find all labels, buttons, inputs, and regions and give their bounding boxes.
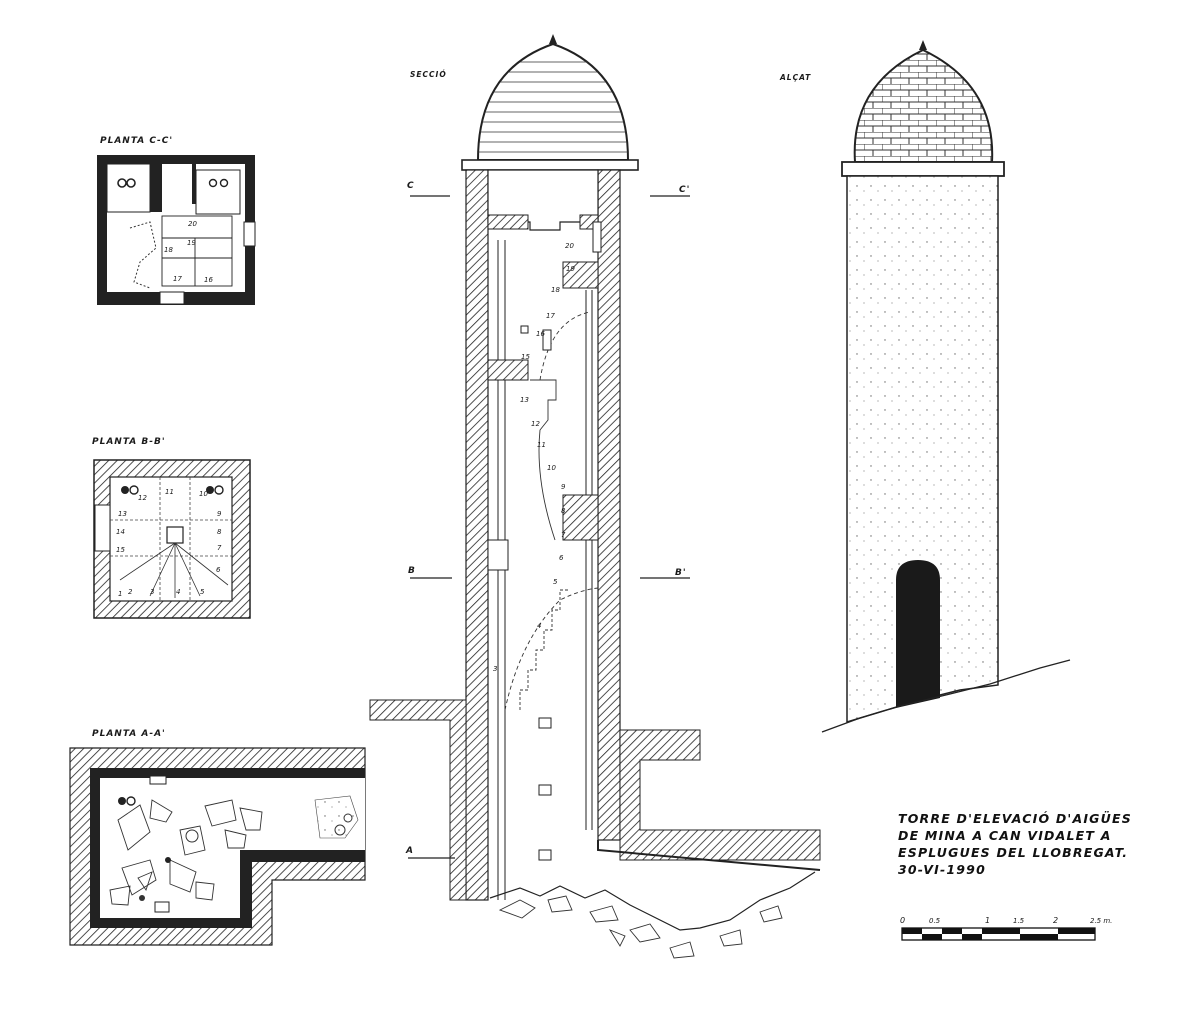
plan-b-step-4: 4: [176, 588, 180, 596]
section-step-3: 3: [493, 665, 497, 673]
section-step-13: 13: [520, 396, 529, 404]
scale-tick-2: 2: [1053, 916, 1058, 925]
scale-tick-1: 1: [985, 916, 990, 925]
elevation-label: ALÇAT: [779, 73, 811, 82]
title-line-3: ESPLUGUES DEL LLOBREGAT.: [898, 845, 1128, 860]
plan-c-step-16: 16: [204, 276, 213, 284]
scale-bar: 0 0.5 1 1.5 2 2.5 m.: [900, 916, 1112, 941]
scale-tick-1-5: 1.5: [1013, 917, 1025, 925]
plan-b-step-7: 7: [217, 544, 222, 552]
plan-b-step-11: 11: [165, 488, 174, 496]
plan-b-step-3: 3: [150, 588, 154, 596]
section-step-11: 11: [537, 441, 546, 449]
section-step-5: 5: [553, 578, 558, 586]
elevation-dome: [853, 48, 994, 163]
section-step-19: 19: [566, 265, 575, 273]
plan-c-step-18: 18: [164, 246, 173, 254]
section-step-7: 7: [561, 531, 566, 539]
scale-tick-2-5: 2.5 m.: [1090, 917, 1112, 925]
plan-c: PLANTA C-C' 20 19 18 17 16: [97, 136, 256, 305]
title-line-2: DE MINA A CAN VIDALET A: [898, 828, 1112, 843]
section-label: SECCIÓ: [410, 70, 447, 79]
scale-tick-0: 0: [900, 916, 905, 925]
section-step-15: 15: [521, 353, 530, 361]
title-date: 30-VI-1990: [898, 862, 986, 877]
cut-c-left: C: [407, 181, 415, 191]
scale-tick-0-5: 0.5: [929, 917, 941, 925]
cut-a-left: A: [405, 846, 414, 856]
plan-b-step-13: 13: [118, 510, 127, 518]
plan-b: PLANTA B-B' 1 2 3 4 5 6 7 8 9 10 11 12 1…: [92, 437, 251, 619]
plan-b-step-14: 14: [116, 528, 125, 536]
plan-c-label: PLANTA C-C': [100, 136, 173, 146]
cut-mark-c: C C': [407, 181, 690, 197]
plan-c-step-19: 19: [187, 239, 196, 247]
section-left-wall: [465, 169, 489, 901]
plan-b-step-10: 10: [199, 490, 208, 498]
section-step-9: 9: [561, 483, 566, 491]
section-step-20: 20: [565, 242, 574, 250]
plan-a-label: PLANTA A-A': [92, 729, 166, 739]
section-step-6: 6: [559, 554, 564, 562]
plan-b-step-5: 5: [200, 588, 205, 596]
cut-b-left: B: [408, 566, 416, 576]
section-step-10: 10: [547, 464, 556, 472]
title-block: TORRE D'ELEVACIÓ D'AIGÜES DE MINA A CAN …: [898, 811, 1132, 877]
plan-b-step-9: 9: [217, 510, 222, 518]
cut-mark-a: A: [405, 846, 455, 859]
section-right-wall: [597, 169, 621, 841]
section-step-16: 16: [536, 330, 545, 338]
plan-b-step-12: 12: [138, 494, 147, 502]
plan-b-label: PLANTA B-B': [92, 437, 166, 447]
cut-mark-b: B B': [408, 566, 690, 579]
section-view: SECCIÓ: [369, 34, 821, 959]
elevation-view: ALÇAT: [779, 40, 1071, 733]
title-line-1: TORRE D'ELEVACIÓ D'AIGÜES: [898, 811, 1132, 826]
plan-b-step-8: 8: [217, 528, 222, 536]
plan-b-step-6: 6: [216, 566, 221, 574]
cut-c-right: C': [679, 185, 690, 195]
plan-c-step-17: 17: [173, 275, 182, 283]
plan-b-step-2: 2: [128, 588, 133, 596]
section-step-17: 17: [546, 312, 555, 320]
plan-b-step-1: 1: [118, 590, 122, 598]
plan-c-step-20: 20: [188, 220, 197, 228]
elevation-door: [896, 560, 940, 708]
section-step-18: 18: [551, 286, 560, 294]
plan-a: PLANTA A-A': [69, 729, 366, 946]
plan-b-step-15: 15: [116, 546, 125, 554]
section-step-8: 8: [561, 507, 566, 515]
section-step-4: 4: [537, 622, 541, 630]
section-step-12: 12: [531, 420, 540, 428]
cut-b-right: B': [675, 568, 687, 578]
